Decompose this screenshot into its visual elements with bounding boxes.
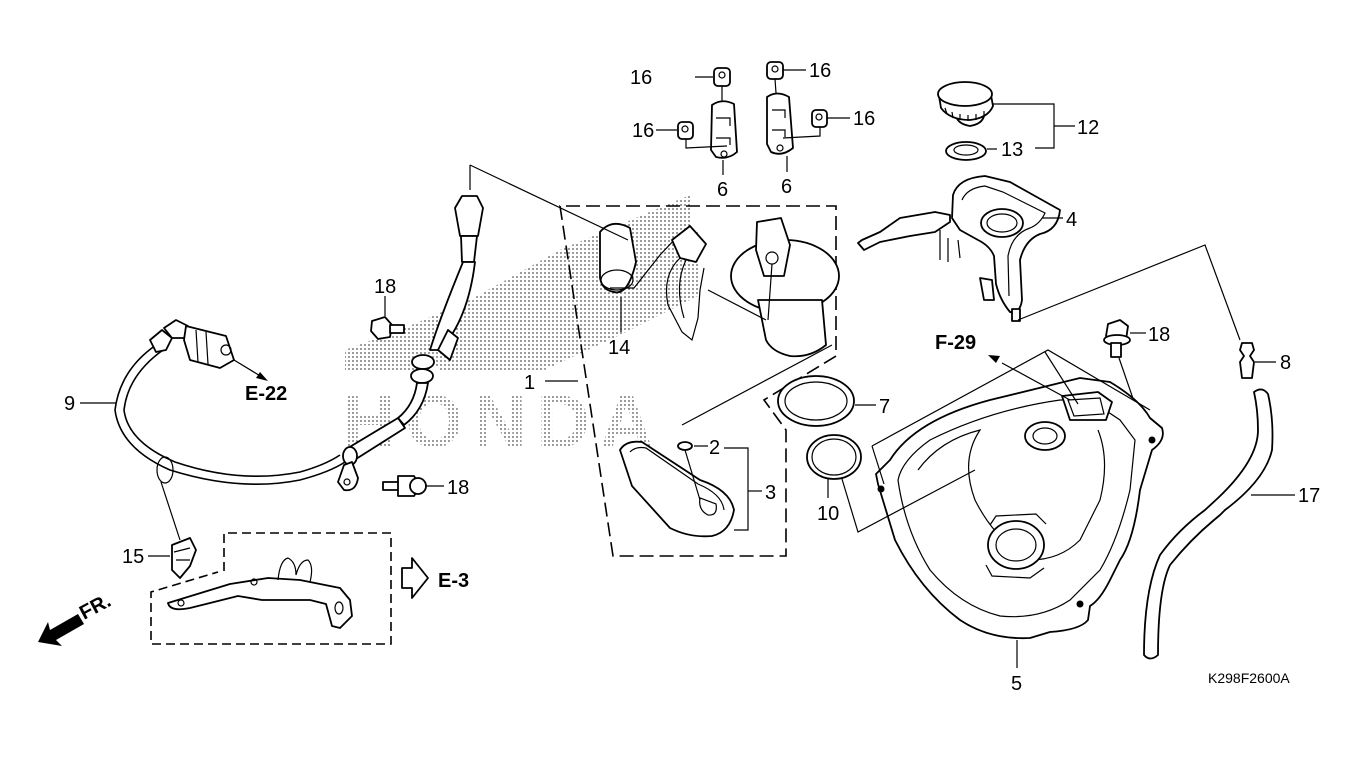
ref-e22-label[interactable]: E-22: [245, 383, 287, 405]
callout-16: 16: [630, 67, 652, 89]
ref-e3-label[interactable]: E-3: [438, 570, 469, 592]
callout-7: 7: [879, 396, 890, 418]
bolt-part: 18: [382, 475, 469, 499]
callout-13: 13: [1001, 139, 1023, 161]
callout-3: 3: [765, 482, 776, 504]
callout-8: 8: [1280, 352, 1291, 374]
ref-e3[interactable]: E-3: [401, 557, 469, 599]
callout-1: 1: [524, 372, 535, 394]
ref-e22[interactable]: E-22: [233, 359, 287, 405]
callout-5: 5: [1011, 673, 1022, 695]
bolt-part: 18: [370, 276, 405, 340]
vent-tube-part: 9: [64, 319, 346, 541]
callout-10: 10: [817, 503, 839, 525]
watermark-text: HONDA: [342, 380, 663, 463]
arrow-right-icon: [401, 557, 429, 599]
direction-label: FR.: [76, 590, 115, 625]
pump-seal-part: 7: [777, 375, 890, 427]
o-ring-part: 10: [806, 434, 862, 525]
mount-bracket-group: [150, 532, 392, 645]
callout-14: 14: [608, 337, 630, 359]
callout-12: 12: [1077, 117, 1099, 139]
nut-icon: [677, 121, 694, 140]
fuel-pump-part: [707, 217, 840, 358]
seal-ring-icon: [945, 141, 987, 161]
bracket-icon: [710, 100, 738, 159]
callout-2: 2: [709, 437, 720, 459]
wiring-connector-part: [665, 225, 707, 342]
pump-plate-part: 2 3: [619, 437, 776, 538]
bracket-assembly-right: 16 16 6: [766, 60, 875, 198]
callout-6: 6: [717, 179, 728, 201]
callout-16: 16: [809, 60, 831, 82]
ref-f29-label[interactable]: F-29: [935, 332, 976, 354]
filler-tray-part: 4: [857, 175, 1077, 322]
fuel-pump-unit-group: 1 14: [524, 205, 840, 557]
callout-18: 18: [447, 477, 469, 499]
fuel-feed-hose-part: [337, 195, 484, 492]
fuel-tank-part: 5: [875, 377, 1164, 695]
callout-16: 16: [632, 120, 654, 142]
tube-clip-part: 15: [122, 537, 197, 579]
breather-nipple-part: 8: [1239, 342, 1291, 379]
callout-18: 18: [374, 276, 396, 298]
bracket-icon: [766, 92, 794, 155]
callout-15: 15: [122, 546, 144, 568]
diagram-code: K298F2600A: [1208, 670, 1290, 686]
callout-9: 9: [64, 393, 75, 415]
callout-18: 18: [1148, 324, 1170, 346]
nut-icon: [766, 61, 784, 80]
fuel-cap-assembly: 12 13: [937, 81, 1099, 161]
callout-17: 17: [1298, 485, 1320, 507]
fuel-float-part: 14: [599, 222, 677, 359]
breather-hose-part: 17: [1143, 388, 1320, 660]
front-direction-indicator: FR.: [38, 590, 115, 646]
ref-f29[interactable]: F-29: [935, 332, 1000, 363]
arrow-front-icon: [38, 614, 84, 646]
nut-icon: [713, 67, 731, 87]
bracket-assembly-left: 16 16 6: [630, 67, 738, 201]
callout-16: 16: [853, 108, 875, 130]
fuel-cap-icon: [937, 81, 994, 127]
nut-icon: [811, 109, 828, 128]
callout-6: 6: [781, 176, 792, 198]
callout-4: 4: [1066, 209, 1077, 231]
